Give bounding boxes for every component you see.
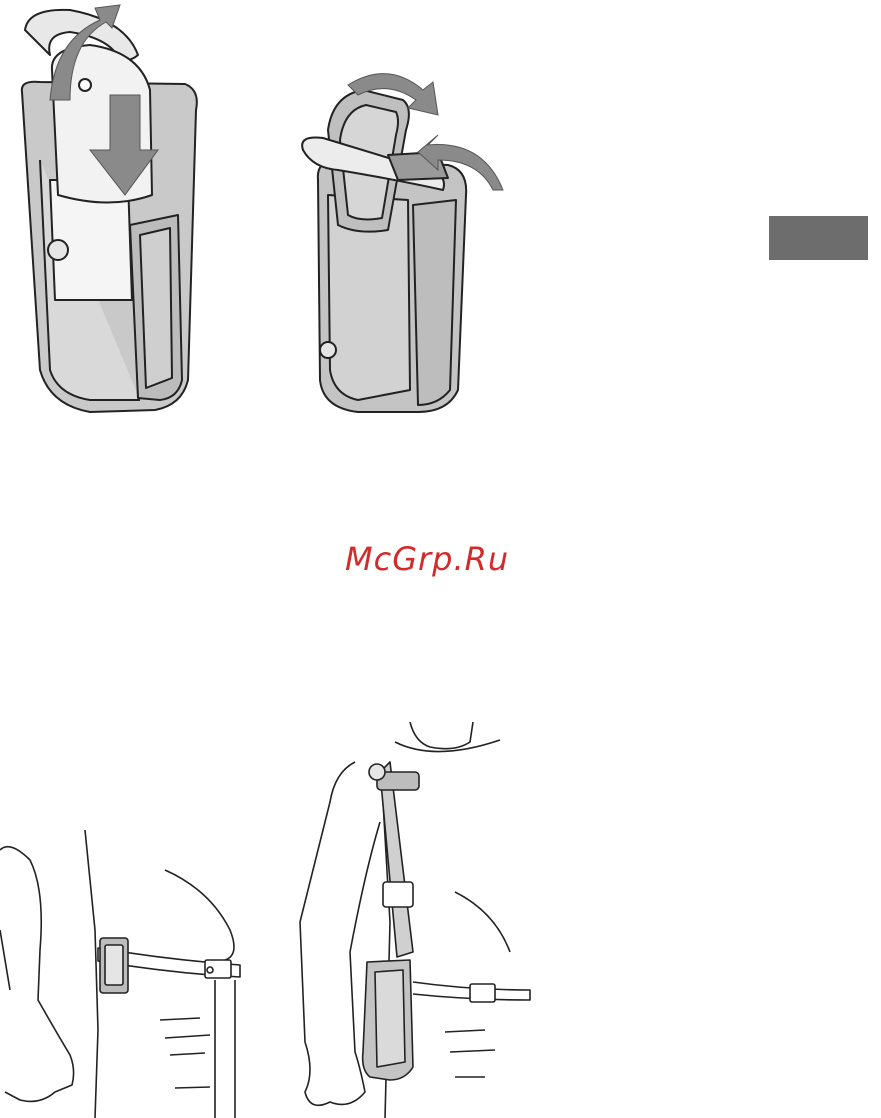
case-flap-icon xyxy=(302,90,466,412)
belt-clip-icon xyxy=(0,830,240,1118)
watermark-text: McGrp.Ru xyxy=(345,540,551,578)
case-insert-icon xyxy=(22,10,197,412)
section-tab xyxy=(769,216,868,260)
shoulder-strap-icon xyxy=(300,722,530,1118)
belt-figure xyxy=(0,830,245,1118)
shoulder-strap-figure xyxy=(295,722,535,1118)
case-flap-figure xyxy=(298,60,513,420)
case-insert-figure xyxy=(10,0,210,425)
